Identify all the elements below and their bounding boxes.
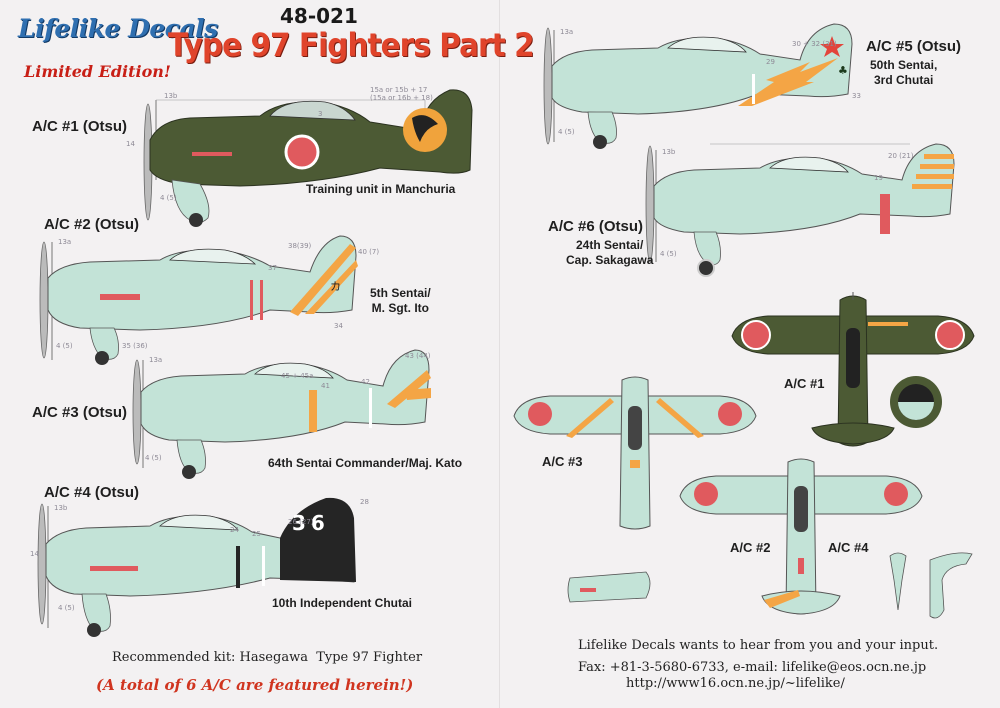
svg-text:15a or 15b + 17: 15a or 15b + 17 bbox=[370, 86, 427, 94]
ac2-caption: 5th Sentai/ M. Sgt. Ito bbox=[370, 286, 431, 316]
svg-text:25: 25 bbox=[252, 530, 261, 538]
svg-text:34: 34 bbox=[334, 322, 343, 330]
svg-text:13b: 13b bbox=[662, 148, 676, 156]
sheet-title: Type 97 Fighters Part 2 bbox=[168, 26, 535, 64]
ac1-wheel-detail bbox=[890, 376, 942, 428]
ac4-tail-code: 36 bbox=[292, 511, 330, 535]
svg-text:37: 37 bbox=[268, 264, 277, 272]
ac6-caption-line2: Cap. Sakagawa bbox=[566, 253, 654, 267]
svg-text:43 (44): 43 (44) bbox=[405, 352, 431, 360]
svg-text:13a: 13a bbox=[560, 28, 573, 36]
svg-text:4 (5): 4 (5) bbox=[58, 604, 75, 612]
svg-text:13b: 13b bbox=[54, 504, 68, 512]
ac2-ac4-top-view bbox=[679, 458, 923, 615]
recommended-kit: Recommended kit: Hasegawa Type 97 Fighte… bbox=[112, 650, 423, 665]
svg-text:35 (36): 35 (36) bbox=[122, 342, 148, 350]
sheet-divider bbox=[499, 0, 500, 708]
ac5-side-profile: ♣ 13a 30 + 32 (31) 29 33 4 (5) bbox=[543, 23, 861, 149]
brand-logo: Lifelike Decals bbox=[18, 14, 218, 43]
ac3-side-profile: 13a 45 + 45a 43 (44) 41 42 4 (5) bbox=[132, 349, 431, 479]
svg-text:(15a or 16b + 18): (15a or 16b + 18) bbox=[370, 94, 433, 102]
ac6-label: A/C #6 (Otsu) bbox=[548, 218, 644, 235]
svg-text:28: 28 bbox=[360, 498, 369, 506]
ac6-side-profile: 13b 20 (21) 19 4 (5) bbox=[645, 143, 955, 277]
svg-text:4 (5): 4 (5) bbox=[145, 454, 162, 462]
svg-text:13b: 13b bbox=[164, 92, 178, 100]
ac2-side-profile: カ 13a 38(39) 40 (7) 37 34 35 (36) 4 (5) bbox=[39, 235, 379, 365]
svg-text:.: . bbox=[448, 87, 449, 89]
svg-text:4 (5): 4 (5) bbox=[56, 342, 73, 350]
ac4-label: A/C #4 (Otsu) bbox=[44, 484, 140, 501]
ac2-label: A/C #2 (Otsu) bbox=[44, 216, 140, 233]
svg-text:30 + 32 (31): 30 + 32 (31) bbox=[792, 40, 837, 48]
svg-text:33: 33 bbox=[852, 92, 861, 100]
svg-text:4 (5): 4 (5) bbox=[558, 128, 575, 136]
svg-text:4 (5): 4 (5) bbox=[160, 194, 177, 202]
ac5-caption-line1: 50th Sentai, bbox=[870, 58, 938, 72]
ac5-caption: 50th Sentai, 3rd Chutai bbox=[870, 58, 937, 88]
svg-text:26 (27): 26 (27) bbox=[288, 518, 314, 526]
ac4-caption: 10th Independent Chutai bbox=[272, 596, 413, 610]
ac1-top-label: A/C #1 bbox=[784, 376, 825, 391]
svg-text:45 + 45a: 45 + 45a bbox=[281, 372, 313, 380]
ac6-caption: 24th Sentai/ Cap. Sakagawa bbox=[566, 238, 653, 268]
ac1-label: A/C #1 (Otsu) bbox=[32, 118, 128, 135]
svg-text:20 (21): 20 (21) bbox=[888, 152, 914, 160]
ac3-label: A/C #3 (Otsu) bbox=[32, 404, 128, 421]
ac3-caption: 64th Sentai Commander/Maj. Kato bbox=[268, 456, 463, 470]
ac6-caption-line1: 24th Sentai/ bbox=[576, 238, 644, 252]
sheet-code: 48-021 bbox=[280, 4, 358, 28]
svg-text:38(39): 38(39) bbox=[288, 242, 312, 250]
ac2-top-label: A/C #2 bbox=[730, 540, 771, 555]
svg-text:19: 19 bbox=[874, 174, 883, 182]
ac1-side-profile: 13b 14 4 (5) 15a or 15b + 17 (15a or 16b… bbox=[126, 86, 473, 227]
ac2-caption-line1: 5th Sentai/ bbox=[370, 286, 431, 300]
svg-text:14: 14 bbox=[30, 550, 39, 558]
contact-fax-email: Fax: +81-3-5680-6733, e-mail: lifelike@e… bbox=[578, 660, 927, 675]
ac3-top-label: A/C #3 bbox=[542, 454, 583, 469]
svg-text:41: 41 bbox=[321, 382, 330, 390]
contact-block: Lifelike Decals wants to hear from you a… bbox=[578, 636, 938, 694]
svg-text:4 (5): 4 (5) bbox=[660, 250, 677, 258]
total-aircraft-note: (A total of 6 A/C are featured herein!) bbox=[96, 676, 414, 694]
ac4-side-profile: 36 13b 14 24 25 26 (27) 28 4 (5) bbox=[30, 497, 369, 637]
svg-text:3: 3 bbox=[318, 110, 322, 118]
ac5-caption-line2: 3rd Chutai bbox=[874, 73, 934, 87]
svg-text:13a: 13a bbox=[58, 238, 71, 246]
contact-intro: Lifelike Decals wants to hear from you a… bbox=[578, 638, 939, 653]
ac1-top-view bbox=[731, 292, 975, 447]
contact-url: http://www16.ocn.ne.jp/~lifelike/ bbox=[626, 676, 845, 691]
ac4-top-label: A/C #4 bbox=[828, 540, 869, 555]
ac1-ac3-cowling-detail bbox=[567, 571, 651, 603]
svg-text:14: 14 bbox=[126, 140, 135, 148]
ac2-caption-line2: M. Sgt. Ito bbox=[371, 301, 429, 315]
svg-text:13a: 13a bbox=[149, 356, 162, 364]
svg-text:24: 24 bbox=[230, 526, 239, 534]
landing-gear-detail bbox=[889, 552, 973, 619]
ac2-tail-kana: カ bbox=[330, 280, 341, 293]
limited-edition-badge: Limited Edition! bbox=[24, 62, 171, 81]
ac1-caption: Training unit in Manchuria bbox=[306, 182, 456, 196]
svg-text:42: 42 bbox=[361, 378, 370, 386]
svg-text:29: 29 bbox=[766, 58, 775, 66]
ac5-label: A/C #5 (Otsu) bbox=[866, 38, 962, 55]
ac3-top-view bbox=[513, 376, 757, 530]
svg-text:♣: ♣ bbox=[838, 64, 848, 77]
svg-text:40 (7): 40 (7) bbox=[358, 248, 379, 256]
